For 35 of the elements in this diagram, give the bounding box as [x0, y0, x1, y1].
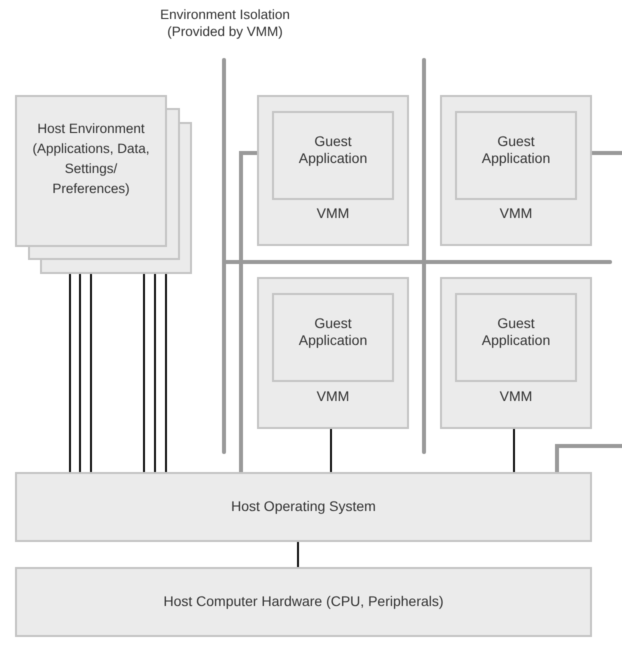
connector-line [165, 274, 167, 472]
box-label: Guest Application [298, 315, 368, 349]
connector-line [555, 444, 622, 472]
application-box [272, 111, 394, 200]
connector-line [143, 274, 145, 472]
connector-line [297, 542, 299, 567]
box-label: VMM [498, 205, 534, 222]
box-label: Guest Application [298, 133, 368, 167]
connector-line [69, 274, 71, 472]
layer-box [15, 472, 592, 542]
box-label: Host Environment (Applications, Data, Settings/ Preferences) [31, 120, 151, 198]
annotation-text: Environment Isolation (Provided by VMM) [159, 6, 291, 40]
connector-line [330, 429, 332, 472]
box-label: VMM [316, 205, 350, 222]
connector-line [592, 151, 622, 155]
vmm-box [440, 95, 592, 246]
stacked-document-box [15, 95, 192, 274]
box-label: Guest Application [480, 315, 552, 349]
application-box [455, 111, 577, 200]
box-label: Host Computer Hardware (CPU, Peripherals) [162, 593, 445, 610]
application-box [272, 293, 394, 382]
application-box [455, 293, 577, 382]
connector-line [513, 429, 515, 472]
connector-line [239, 151, 257, 472]
box-label: Host Operating System [230, 498, 377, 515]
vmm-box [257, 95, 409, 246]
vmm-box [440, 277, 592, 429]
box-label: VMM [316, 388, 350, 405]
layer-box [15, 567, 592, 637]
connector-line [79, 274, 81, 472]
connector-line [154, 274, 156, 472]
box-label: Guest Application [480, 133, 552, 167]
box-label: VMM [498, 388, 534, 405]
connector-line [90, 274, 92, 472]
vmm-box [257, 277, 409, 429]
